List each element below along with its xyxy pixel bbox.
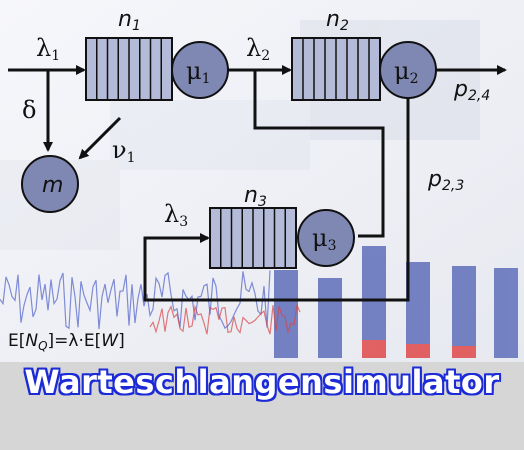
path-to-mu3 xyxy=(253,70,385,238)
background-signal-red xyxy=(149,303,301,335)
background-signal-blue xyxy=(0,270,271,330)
label-delta: δ xyxy=(22,96,36,124)
label-m: m xyxy=(42,173,63,198)
node-m xyxy=(21,155,79,213)
flow-lines xyxy=(8,65,507,302)
server-mu3 xyxy=(297,209,355,267)
path-p23-feedback xyxy=(143,95,410,302)
label-n1: n1 xyxy=(118,7,141,34)
label-mu3: μ3 xyxy=(312,224,337,254)
title-band xyxy=(0,362,524,450)
littles-law-formula: E[NQ]=λ·E[W] xyxy=(8,331,125,353)
queue-1 xyxy=(85,37,173,101)
label-lambda1: λ1 xyxy=(36,34,60,64)
queue-2 xyxy=(291,37,381,101)
label-nu1: ν1 xyxy=(112,136,136,166)
arrow-nu1 xyxy=(78,116,122,160)
label-p24: p2,4 xyxy=(453,77,490,104)
label-n3: n3 xyxy=(244,183,267,210)
label-p23: p2,3 xyxy=(427,167,464,194)
server-mu2 xyxy=(379,41,437,99)
server-mu1 xyxy=(171,41,229,99)
label-n2: n2 xyxy=(326,7,349,34)
label-lambda3: λ3 xyxy=(164,200,188,230)
app-title: Warteschlangensimulator xyxy=(24,363,500,401)
label-mu2: μ2 xyxy=(394,57,419,87)
label-lambda2: λ2 xyxy=(246,34,270,64)
queue-3 xyxy=(209,207,297,269)
label-mu1: μ1 xyxy=(186,57,211,87)
